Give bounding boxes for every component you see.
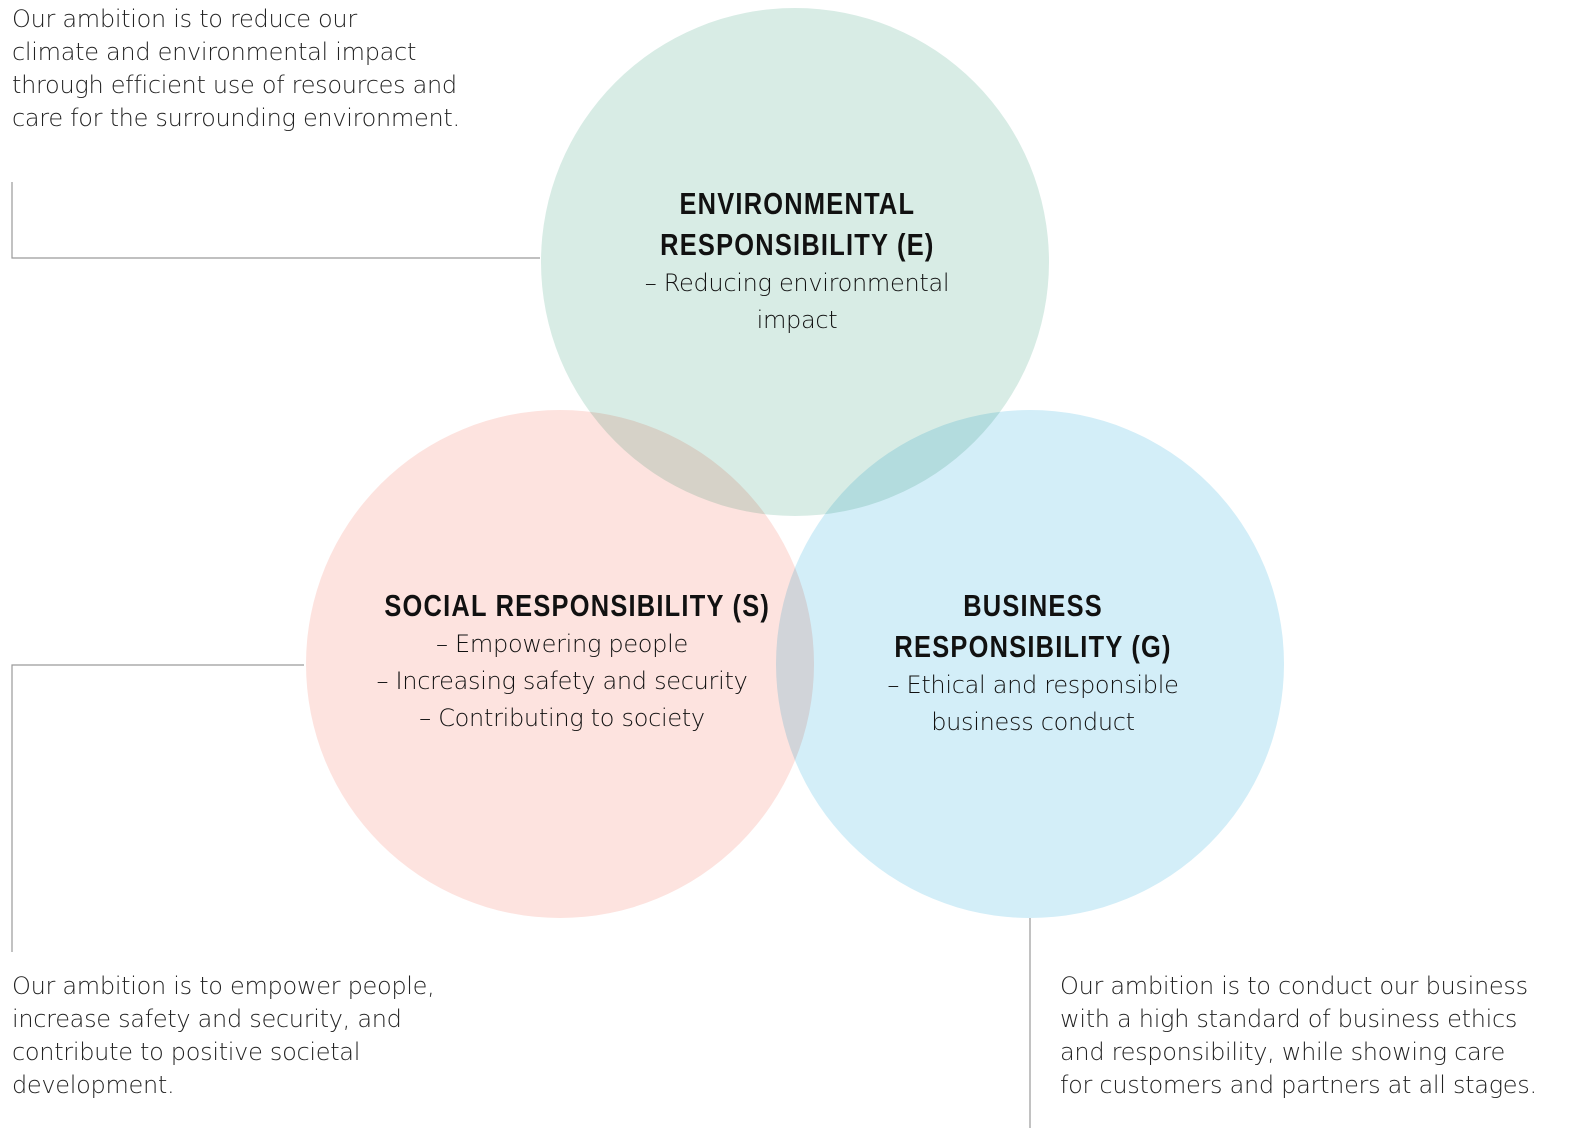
- social-item: – Increasing safety and security: [376, 667, 748, 695]
- environmental-ambition: Our ambition is to reduce our climate an…: [12, 3, 460, 135]
- business-circle: [776, 410, 1284, 918]
- social-item: – Contributing to society: [419, 704, 705, 732]
- text-line: contribute to positive societal: [12, 1038, 361, 1066]
- environmental-item: impact: [756, 306, 838, 334]
- text-line: Our ambition is to empower people,: [12, 972, 435, 1000]
- heading-line: RESPONSIBILITY (E): [659, 227, 935, 262]
- business-item: business conduct: [931, 708, 1135, 736]
- social-heading: SOCIAL RESPONSIBILITY (S): [384, 585, 770, 626]
- heading-line: SOCIAL RESPONSIBILITY (S): [384, 588, 771, 623]
- text-line: Our ambition is to conduct our business: [1060, 972, 1528, 1000]
- heading-line: BUSINESS: [963, 588, 1103, 623]
- social-label: SOCIAL RESPONSIBILITY (S) – Empowering p…: [342, 585, 782, 737]
- environmental-label: ENVIRONMENTAL RESPONSIBILITY (E) – Reduc…: [597, 183, 997, 339]
- environmental-circle: [541, 8, 1049, 516]
- heading-line: RESPONSIBILITY (G): [894, 629, 1172, 664]
- environmental-connector: [11, 182, 540, 259]
- environmental-item: – Reducing environmental: [644, 269, 950, 297]
- social-connector: [11, 664, 304, 952]
- social-item: – Empowering people: [436, 630, 688, 658]
- business-label: BUSINESS RESPONSIBILITY (G) – Ethical an…: [833, 585, 1233, 741]
- text-line: with a high standard of business ethics: [1060, 1005, 1518, 1033]
- text-line: and responsibility, while showing care: [1060, 1038, 1505, 1066]
- text-line: increase safety and security, and: [12, 1005, 402, 1033]
- business-item: – Ethical and responsible: [887, 671, 1179, 699]
- text-line: through efficient use of resources and: [12, 71, 457, 99]
- heading-line: ENVIRONMENTAL: [679, 186, 915, 221]
- social-circle: [306, 410, 814, 918]
- text-line: Our ambition is to reduce our: [12, 5, 357, 33]
- text-line: care for the surrounding environment.: [12, 104, 460, 132]
- environmental-heading: ENVIRONMENTAL RESPONSIBILITY (E): [660, 183, 934, 265]
- text-line: for customers and partners at all stages…: [1060, 1071, 1537, 1099]
- text-line: climate and environmental impact: [12, 38, 417, 66]
- business-heading: BUSINESS RESPONSIBILITY (G): [894, 585, 1171, 667]
- social-ambition: Our ambition is to empower people, incre…: [12, 970, 435, 1102]
- text-line: development.: [12, 1071, 175, 1099]
- business-ambition: Our ambition is to conduct our business …: [1060, 970, 1537, 1102]
